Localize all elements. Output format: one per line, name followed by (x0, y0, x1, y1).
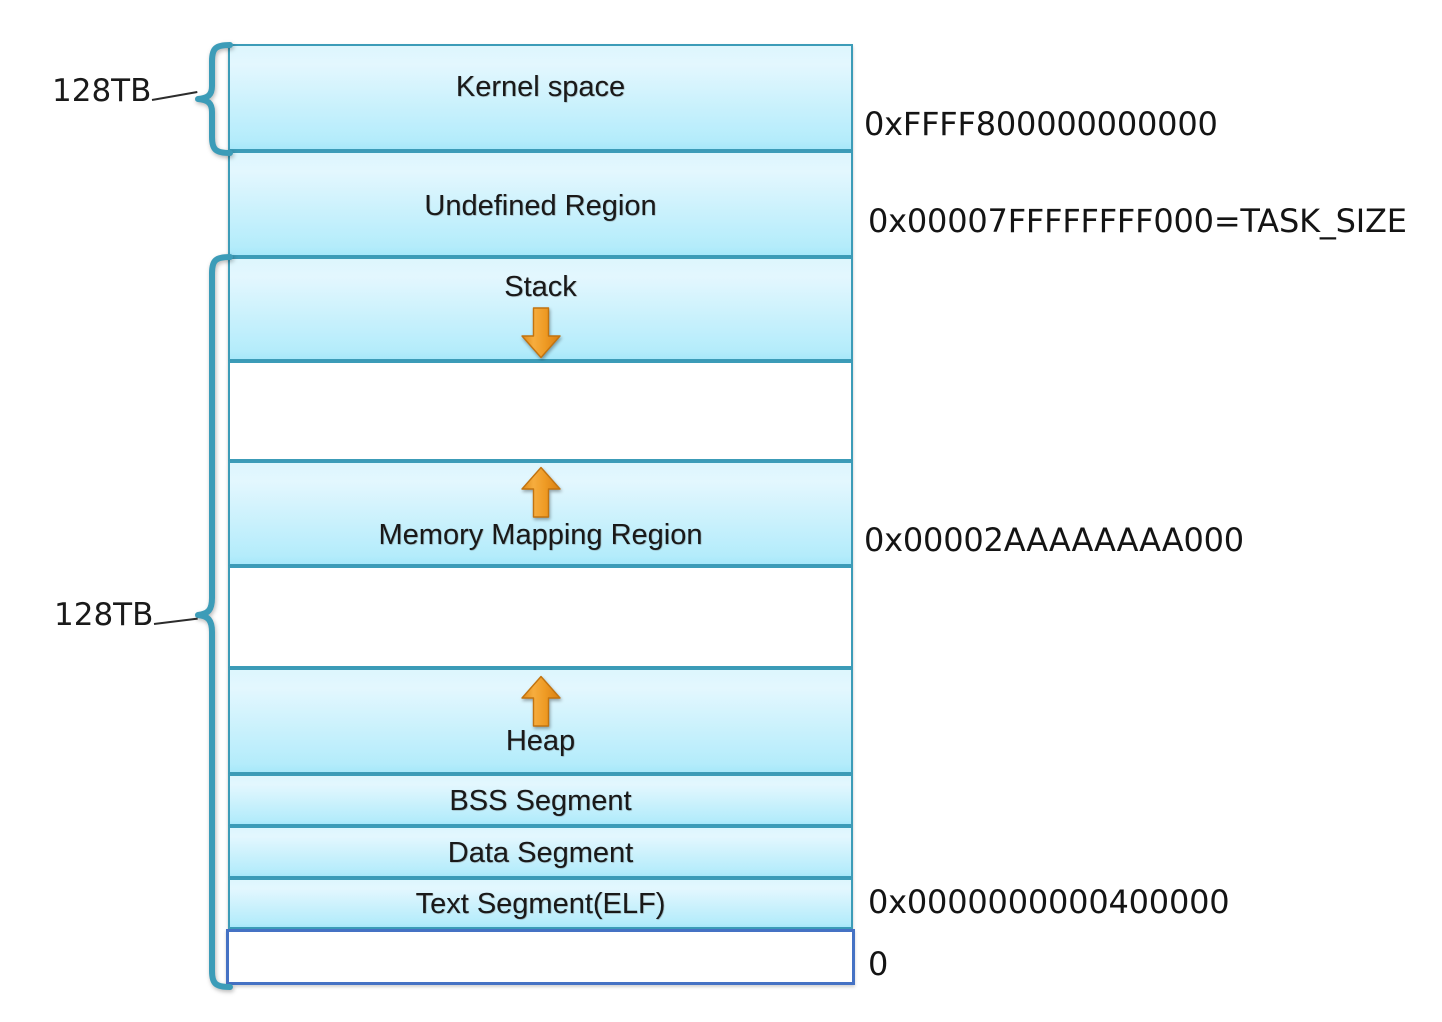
region-text-segment: Text Segment(ELF) (228, 878, 853, 929)
size-label-user-space: 128TB (54, 597, 154, 633)
region-undefined-region: Undefined Region (228, 151, 853, 257)
mmap-grows-up-arrow (230, 466, 851, 518)
region-memory-mapping: Memory Mapping Region (228, 461, 853, 566)
size-label-kernel-tick (151, 91, 198, 101)
region-null-page (226, 929, 855, 985)
heap-grows-up-arrow (230, 675, 851, 727)
size-label-kernel-space: 128TB (52, 73, 152, 109)
region-data-segment: Data Segment (228, 826, 853, 878)
region-undefined-region-label: Undefined Region (424, 190, 657, 222)
region-heap-label: Heap (505, 725, 576, 757)
region-gap-stack-mmap (228, 361, 853, 461)
address-task-size: 0x00007FFFFFFFF000=TASK_SIZE (868, 202, 1407, 240)
region-stack-label: Stack (504, 271, 577, 303)
region-bss-segment-label: BSS Segment (449, 785, 632, 817)
region-gap-mmap-heap (228, 566, 853, 668)
address-mmap-base: 0x00002AAAAAAAA000 (864, 521, 1244, 559)
region-kernel-space-label: Kernel space (455, 71, 626, 103)
region-heap: Heap (228, 668, 853, 774)
address-kernel-space-base: 0xFFFF800000000000 (864, 105, 1218, 143)
region-text-segment-label: Text Segment(ELF) (415, 888, 666, 920)
stack-grows-down-arrow (230, 307, 851, 359)
address-text-segment-base: 0x0000000000400000 (868, 883, 1230, 921)
region-bss-segment: BSS Segment (228, 774, 853, 826)
region-memory-mapping-label: Memory Mapping Region (378, 519, 703, 551)
size-label-user-tick (153, 617, 198, 625)
region-stack: Stack (228, 257, 853, 361)
region-kernel-space: Kernel space (228, 44, 853, 151)
address-zero: 0 (868, 945, 889, 983)
region-data-segment-label: Data Segment (447, 837, 634, 869)
